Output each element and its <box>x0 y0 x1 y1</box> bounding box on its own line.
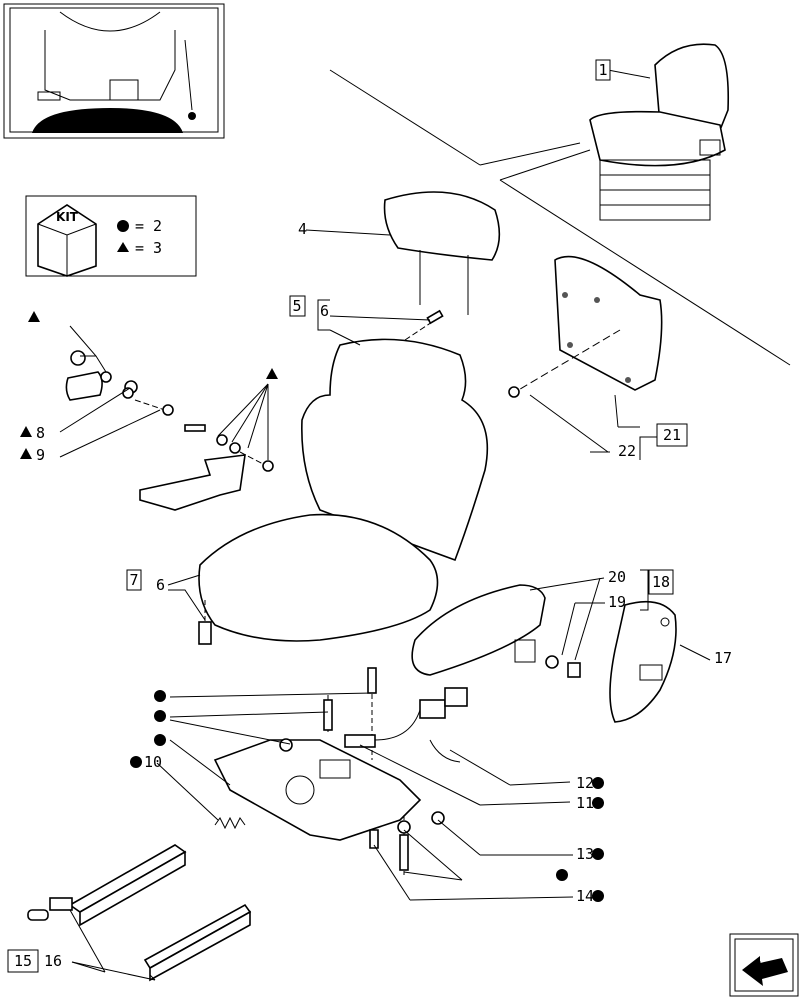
triangle-marker <box>266 368 278 379</box>
callout-8: 8 <box>36 424 45 442</box>
backrest <box>301 309 489 562</box>
callout-13: 13 <box>576 845 594 863</box>
triangle-marker <box>20 426 32 437</box>
seat-assembly-thumbnail <box>589 43 730 221</box>
callout-22: 22 <box>618 442 636 460</box>
callout-21: 21 <box>663 426 681 444</box>
callout-15: 15 <box>14 952 32 970</box>
backrest-cover <box>508 255 663 398</box>
seat-belt-buckle <box>65 350 174 416</box>
circle-marker <box>592 848 604 860</box>
callout-6-upper: 6 <box>320 302 329 320</box>
triangle-symbol <box>117 242 129 252</box>
callout-11: 11 <box>576 794 594 812</box>
circle-marker <box>154 710 166 722</box>
tension-spring <box>214 816 246 830</box>
circle-marker <box>130 756 142 768</box>
circle-marker <box>556 869 568 881</box>
next-page-arrow-icon[interactable] <box>729 933 799 997</box>
tractor-cab-thumbnail <box>3 3 225 139</box>
headrest <box>383 191 501 315</box>
kit-circle-count: = 2 <box>135 217 162 235</box>
circle-marker <box>154 690 166 702</box>
suspension-base-plate <box>213 667 468 875</box>
circle-marker <box>592 797 604 809</box>
kit-triangle-count: = 3 <box>135 239 162 257</box>
callout-7: 7 <box>129 571 138 589</box>
kit-cube-icon: KIT <box>37 204 97 277</box>
seat-cushion <box>198 513 439 645</box>
circle-marker <box>592 890 604 902</box>
callout-14: 14 <box>576 887 594 905</box>
callout-18: 18 <box>652 573 670 591</box>
seat-rails <box>27 844 252 982</box>
callout-5: 5 <box>292 297 301 315</box>
callout-9: 9 <box>36 446 45 464</box>
circle-marker <box>592 777 604 789</box>
armrest <box>411 584 581 678</box>
circle-marker <box>154 734 166 746</box>
callout-4: 4 <box>298 220 307 238</box>
circle-symbol <box>117 220 129 232</box>
callout-1: 1 <box>598 61 607 79</box>
callout-labels: 1 4 5 6 7 6 8 9 20 18 19 17 21 22 10 12 … <box>7 59 732 973</box>
kit-legend: KIT = 2 = 3 <box>25 195 197 277</box>
side-panel <box>609 600 677 723</box>
triangle-marker <box>20 448 32 459</box>
callout-10: 10 <box>144 753 162 771</box>
seat-belt-strap <box>139 424 274 511</box>
callout-6-lower: 6 <box>156 576 165 594</box>
kit-title: KIT <box>56 210 79 224</box>
callout-20: 20 <box>608 568 626 586</box>
callout-16: 16 <box>44 952 62 970</box>
callout-12: 12 <box>576 774 594 792</box>
callout-19: 19 <box>608 593 626 611</box>
triangle-marker <box>28 311 40 322</box>
callout-17: 17 <box>714 649 732 667</box>
